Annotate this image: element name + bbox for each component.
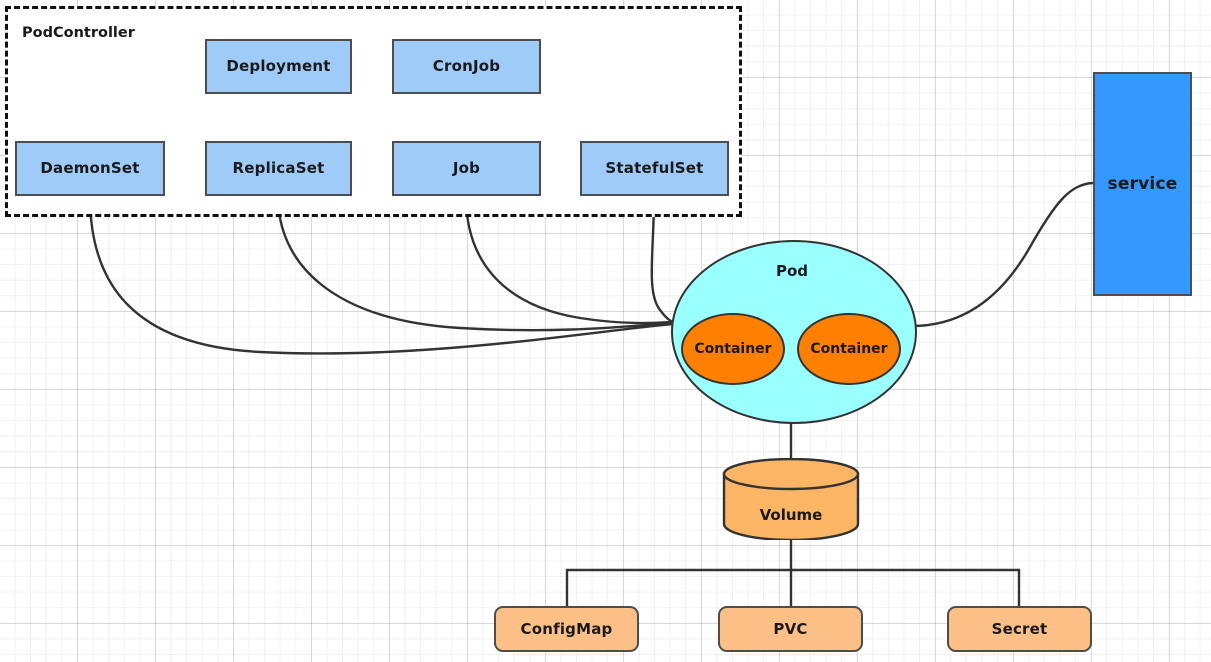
node-container-2-label: Container (810, 341, 888, 357)
node-secret-label: Secret (991, 619, 1048, 638)
node-cronjob[interactable]: CronJob (392, 39, 541, 94)
node-pvc[interactable]: PVC (718, 606, 863, 652)
node-pod-label: Pod (775, 262, 809, 280)
node-deployment[interactable]: Deployment (205, 39, 352, 94)
podcontroller-group-label: PodController (22, 25, 135, 41)
node-job-label: Job (452, 159, 481, 178)
node-daemonset[interactable]: DaemonSet (15, 141, 165, 196)
node-service[interactable]: service (1093, 72, 1192, 296)
node-pvc-label: PVC (773, 619, 808, 638)
node-daemonset-label: DaemonSet (40, 159, 140, 178)
volume-cylinder-shape (722, 457, 860, 542)
node-configmap-label: ConfigMap (520, 619, 613, 638)
node-container-1[interactable]: Container (681, 313, 785, 385)
node-statefulset[interactable]: StatefulSet (580, 141, 729, 196)
node-secret[interactable]: Secret (947, 606, 1092, 652)
node-cronjob-label: CronJob (432, 57, 501, 76)
node-container-1-label: Container (694, 341, 772, 357)
edge-pod-service (910, 181, 1095, 328)
node-job[interactable]: Job (392, 141, 541, 196)
node-service-label: service (1107, 173, 1178, 194)
node-replicaset-label: ReplicaSet (232, 159, 325, 178)
node-configmap[interactable]: ConfigMap (494, 606, 639, 652)
node-deployment-label: Deployment (226, 57, 331, 76)
edge-daemonset-pod (88, 194, 674, 355)
node-volume[interactable]: Volume (721, 457, 861, 542)
node-statefulset-label: StatefulSet (605, 159, 704, 178)
node-replicaset[interactable]: ReplicaSet (205, 141, 352, 196)
node-container-2[interactable]: Container (797, 313, 901, 385)
